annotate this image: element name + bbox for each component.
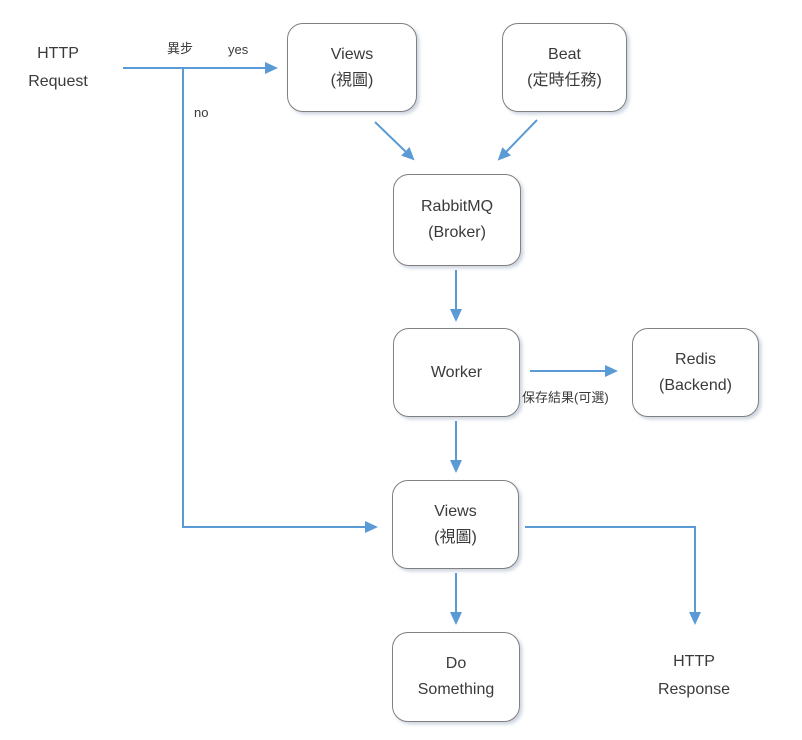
label-http-request-line1: HTTP [37, 45, 79, 62]
arrow-no-branch-to-views-bottom [182, 68, 378, 533]
label-http-request-line2: Request [28, 73, 88, 90]
node-rabbitmq-line1: RabbitMQ [420, 198, 494, 215]
node-views-bottom: Views (視圖) [392, 480, 519, 569]
node-views-top: Views (視圖) [287, 23, 417, 112]
node-do-something: Do Something [392, 632, 520, 722]
node-redis-line2: (Backend) [659, 376, 732, 394]
arrow-views-to-rabbitmq [374, 121, 415, 161]
node-redis: Redis (Backend) [632, 328, 759, 417]
arrow-views-to-httpresponse [525, 526, 701, 625]
label-yes: yes [228, 42, 249, 57]
node-redis-line1: Redis [675, 350, 716, 368]
node-rabbitmq: RabbitMQ (Broker) [393, 174, 521, 266]
arrow-beat-to-rabbitmq [497, 119, 538, 161]
node-views-top-line1: Views [330, 45, 374, 63]
node-beat: Beat (定時任務) [502, 23, 627, 112]
label-http-response: HTTP Response [644, 648, 744, 704]
node-beat-line1: Beat [548, 45, 581, 63]
node-worker: Worker [393, 328, 520, 417]
label-save-result: 保存結果(可選) [522, 390, 609, 405]
node-do-something-line2: Something [417, 681, 495, 698]
node-rabbitmq-line2: (Broker) [428, 224, 486, 241]
node-views-bottom-line2: (視圖) [434, 528, 477, 546]
node-views-top-line2: (視圖) [330, 71, 374, 89]
node-worker-line1: Worker [430, 363, 483, 381]
label-async: 異步 [167, 41, 194, 56]
node-do-something-line1: Do [445, 655, 467, 672]
node-beat-line2: (定時任務) [527, 71, 602, 89]
label-http-response-line1: HTTP [673, 653, 715, 670]
label-http-response-line2: Response [657, 681, 731, 698]
label-http-request: HTTP Request [8, 40, 108, 96]
node-views-bottom-line1: Views [434, 502, 477, 520]
label-no: no [194, 105, 209, 120]
